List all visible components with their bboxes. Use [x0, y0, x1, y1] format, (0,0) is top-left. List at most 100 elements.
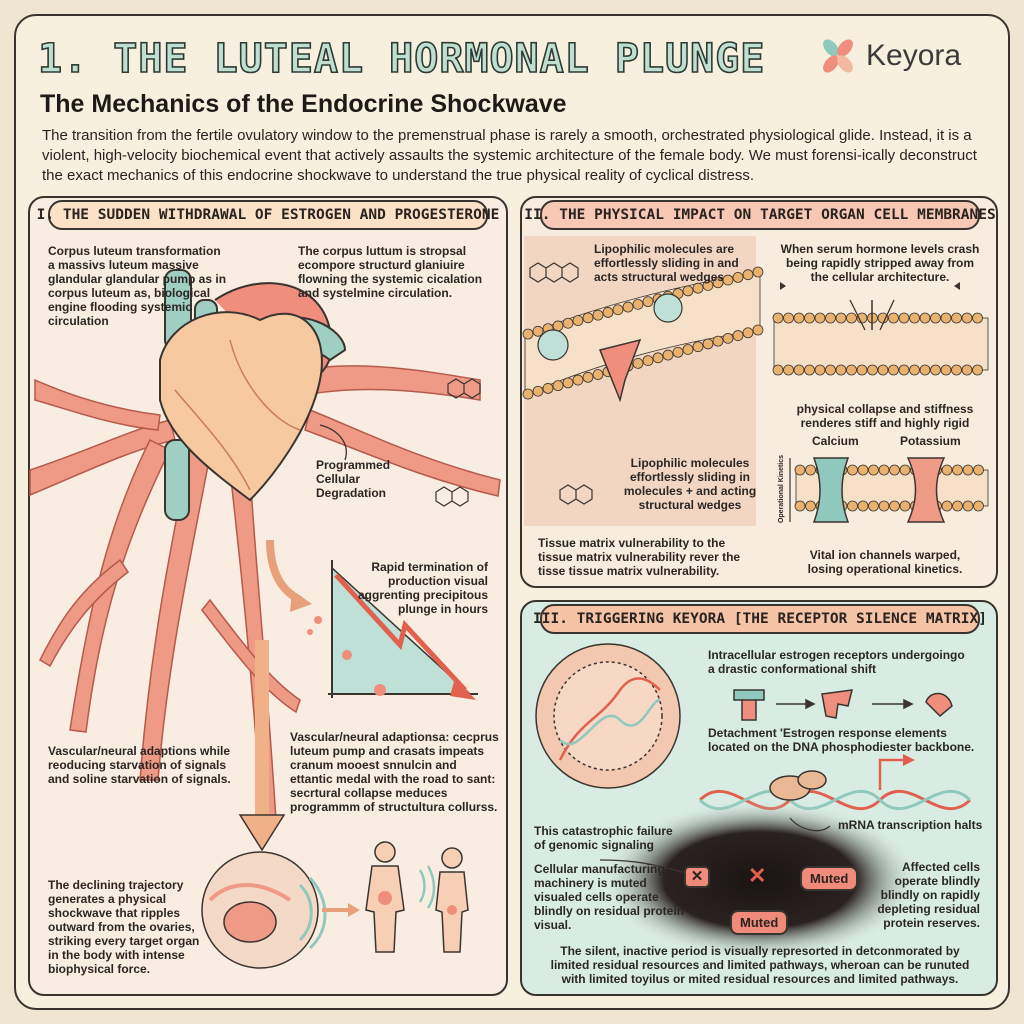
serum-crash-label: When serum hormone levels crash being ra…	[780, 242, 980, 284]
lipid-head	[899, 464, 911, 476]
lipid-head	[909, 312, 920, 324]
machinery-muted-label: Cellular manufacturing machinery is mute…	[534, 862, 685, 932]
lipid-head	[742, 327, 754, 339]
detachment-label: Detachment 'Estrogen response elements l…	[708, 726, 975, 754]
panel3-title: III. TRIGGERING KEYORA [THE RECEPTOR SIL…	[533, 604, 987, 634]
potassium-label: Potassium	[900, 434, 961, 448]
lipid-head	[712, 335, 724, 347]
lipid-head	[940, 364, 952, 376]
lipid-head	[662, 349, 674, 361]
tissue-matrix-label: Tissue matrix vulnerability to the tissu…	[538, 536, 741, 578]
degradation-label: Programmed Cellular Degradation	[316, 458, 391, 500]
lipid-head	[712, 277, 724, 289]
lipid-head	[794, 464, 806, 476]
x-mark-center-icon: ✕	[748, 863, 767, 888]
affected-cells-label: Affected cells operate blindly blindly o…	[877, 860, 980, 930]
receptor-silence-zone	[600, 800, 920, 960]
lipid-head	[642, 355, 654, 367]
lipid-head	[682, 285, 694, 297]
ion-channel-label: Vital ion channels warped, losing operat…	[807, 548, 963, 576]
lipid-head	[962, 464, 974, 476]
lipid-head	[814, 364, 826, 376]
main-title: 1. THE LUTEAL HORMONAL PLUNGE	[37, 35, 766, 83]
lipid-head	[857, 500, 869, 512]
lipid-head	[642, 296, 654, 308]
lipid-head	[930, 364, 941, 376]
lipid-head	[702, 280, 714, 291]
lipid-head	[805, 464, 816, 476]
lipid-head	[952, 500, 963, 512]
lipid-head	[878, 464, 890, 476]
receptor-shapes-icon	[733, 689, 953, 721]
lipid-head	[732, 271, 744, 283]
lipid-head	[572, 374, 584, 386]
lipid-head	[867, 364, 878, 376]
termination-label: Rapid termination of production visual a…	[357, 560, 488, 616]
ovary-shockwave-illustration	[201, 851, 360, 969]
lipid-head	[940, 312, 952, 324]
lipid-head	[835, 364, 847, 376]
trajectory-label: The declining trajectory generates a phy…	[48, 878, 200, 976]
lipid-head	[592, 369, 604, 380]
lipid-head	[835, 312, 847, 324]
lipid-head	[856, 364, 868, 376]
lipid-head	[562, 377, 574, 389]
lipid-head	[847, 500, 858, 512]
lipid-head	[752, 324, 764, 336]
lipid-head	[522, 388, 534, 400]
lipid-head	[898, 364, 910, 376]
lipid-head	[732, 330, 744, 341]
lipophilic-top-label: Lipophilic molecules are effortlessly sl…	[594, 242, 739, 284]
hormone-molecule-icon	[435, 378, 481, 507]
corpus-luteum-description: The corpus luttum is stropsal ecompore s…	[298, 244, 483, 300]
lipid-head	[783, 364, 794, 376]
lipid-head	[794, 500, 806, 512]
brand-logo: Keyora	[818, 36, 961, 76]
lipid-head	[793, 312, 805, 324]
lipid-head	[722, 332, 734, 344]
lipid-head	[772, 364, 784, 376]
lipid-head	[552, 380, 564, 392]
lipid-head	[846, 364, 857, 376]
lipid-head	[752, 266, 764, 278]
lipid-head	[612, 304, 624, 316]
lipid-head	[909, 364, 920, 376]
lipid-head	[877, 364, 889, 376]
receptor-shift-label: Intracellular estrogen receptors undergo…	[708, 648, 965, 676]
lipid-head	[951, 312, 962, 324]
genomic-failure-label: This catastrophic failure of genomic sig…	[534, 824, 673, 852]
lipophilic-bottom-label: Lipophilic molecules effortlessly slidin…	[623, 456, 757, 512]
lipid-head	[972, 364, 983, 376]
lipid-head	[846, 312, 857, 324]
lipid-head	[962, 500, 974, 512]
lipid-head	[532, 325, 544, 337]
lipid-head	[793, 364, 805, 376]
lipid-head	[562, 317, 574, 329]
lipid-head	[804, 312, 815, 324]
dna-strand-diagram	[698, 789, 972, 811]
lipid-head	[532, 385, 544, 397]
lipid-head	[805, 500, 816, 512]
panel2-title: II. THE PHYSICAL IMPACT ON TARGET ORGAN …	[524, 200, 996, 230]
corpus-luteum-label: Corpus luteum transformation a massivs l…	[48, 244, 227, 328]
lipid-head	[804, 364, 815, 376]
lipid-head	[592, 309, 604, 321]
muted-badge: Muted	[730, 910, 789, 935]
lipid-head	[961, 364, 973, 376]
lipid-head	[952, 464, 963, 476]
lipid-head	[622, 301, 634, 313]
lipid-head	[888, 312, 899, 324]
lipid-head	[951, 364, 962, 376]
subtitle: The Mechanics of the Endocrine Shockwave	[40, 90, 567, 118]
lipid-head	[889, 464, 900, 476]
lipid-head	[692, 341, 704, 353]
lipid-head	[602, 307, 614, 318]
lipid-head	[825, 312, 836, 324]
lipid-head	[722, 274, 734, 286]
lipid-head	[868, 464, 879, 476]
leaf-logo-icon	[823, 39, 853, 73]
lipid-head	[742, 269, 754, 281]
lipid-head	[898, 312, 910, 324]
lipid-head	[973, 464, 984, 476]
